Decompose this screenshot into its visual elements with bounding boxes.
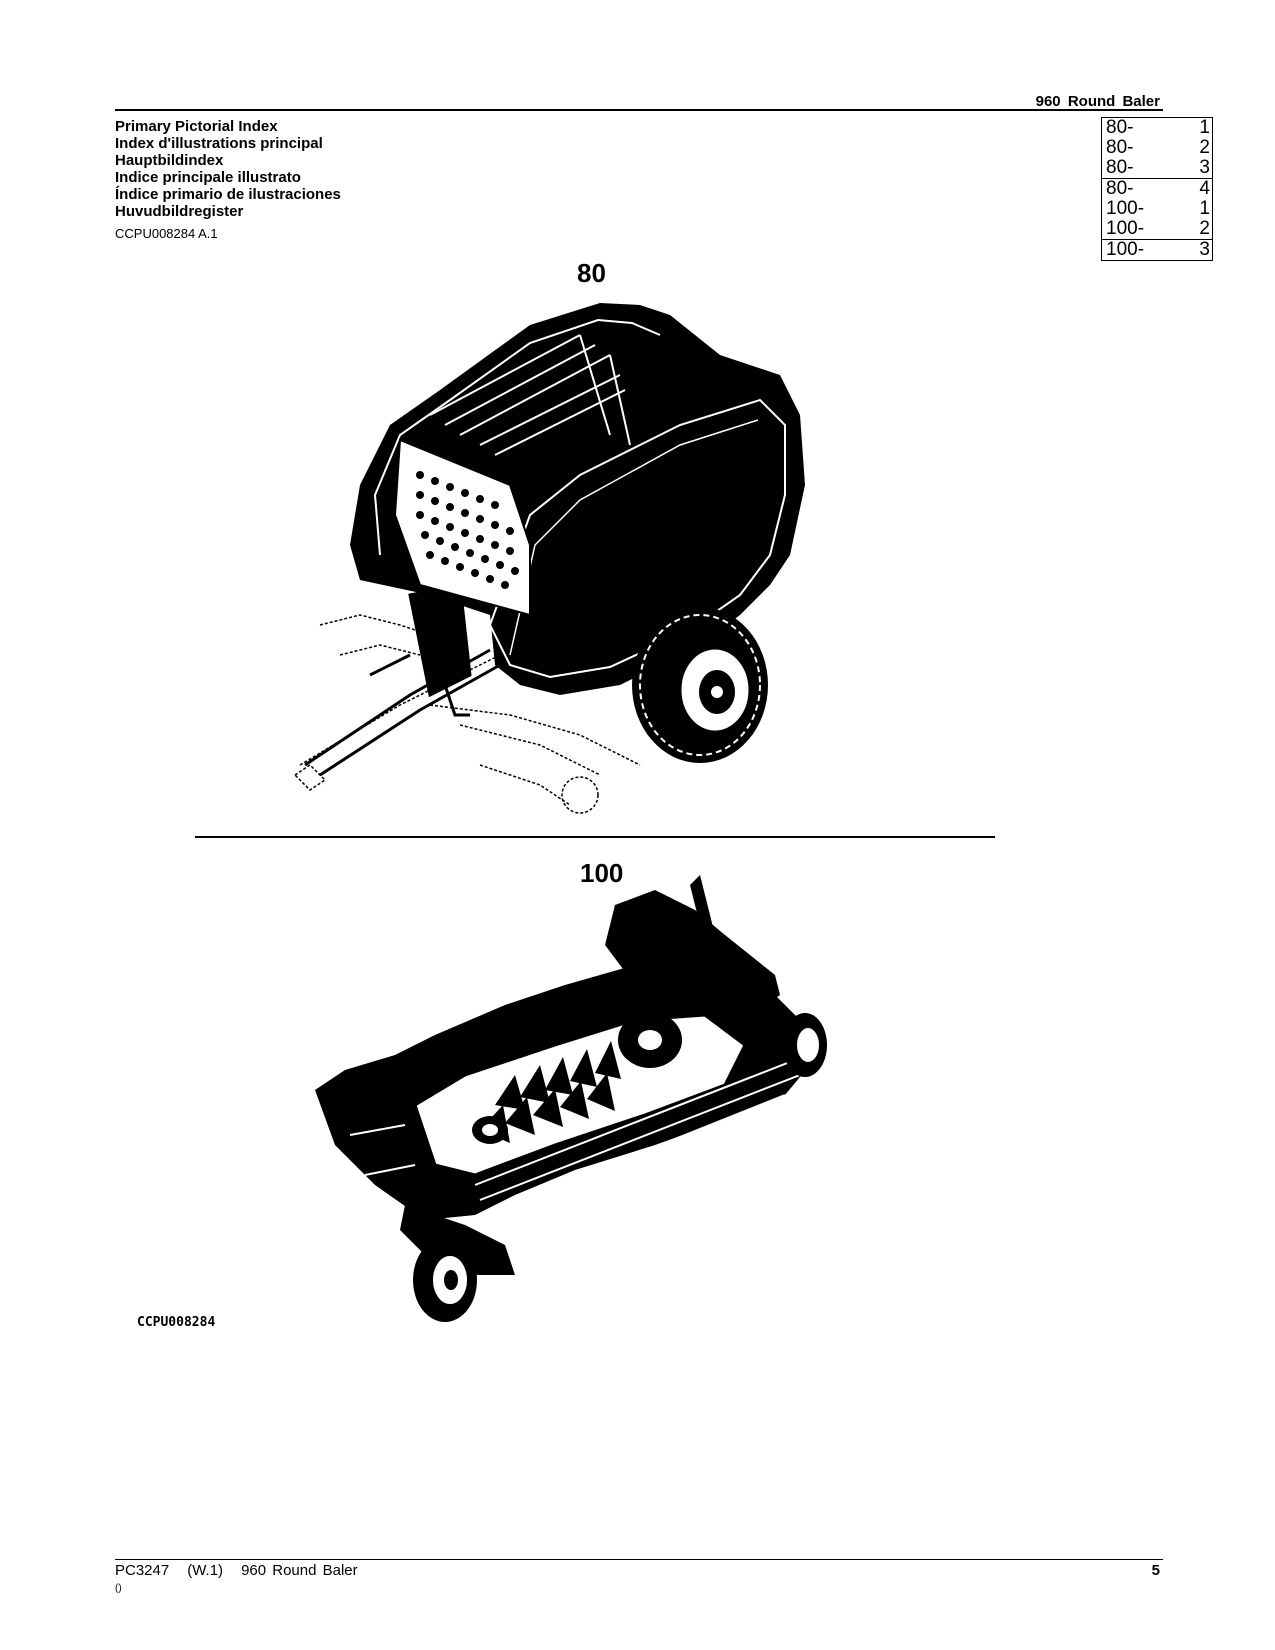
index-group: 100- 3: [1102, 240, 1212, 260]
footer-info: PC3247 (W.1) 960 Round Baler: [115, 1562, 376, 1579]
grille-pattern: [416, 471, 519, 589]
figure-divider: [195, 836, 995, 838]
index-row[interactable]: 80- 2: [1102, 138, 1212, 158]
title-en: Primary Pictorial Index: [115, 118, 278, 135]
header-rule: [115, 109, 1163, 111]
gauge-wheel-right: [783, 1013, 827, 1077]
index-page-number: 1: [1199, 117, 1210, 138]
code-reference: CCPU008284 A.1: [115, 226, 218, 241]
guard-plate: [400, 1205, 515, 1275]
index-page-number: 2: [1199, 218, 1210, 239]
wheel: [632, 607, 768, 763]
index-group-label: 100-: [1106, 218, 1145, 239]
title-it: Indice principale illustrato: [115, 169, 301, 186]
gauge-wheel-left: [413, 1238, 477, 1322]
footer-doc-number: PC3247: [115, 1562, 170, 1579]
footer-subtext: (): [115, 1583, 122, 1594]
title-sv: Huvudbildregister: [115, 203, 244, 220]
image-code: CCPU008284: [137, 1315, 216, 1330]
index-row[interactable]: 80- 3: [1102, 158, 1212, 178]
index-group: 80- 4 100- 1 100- 2: [1102, 179, 1212, 240]
roller-lines: [429, 334, 631, 456]
footer-revision: (W.1): [187, 1562, 224, 1579]
reel-bars: [349, 1059, 801, 1216]
index-group-label: 100-: [1106, 239, 1145, 260]
title-block: Primary Pictorial Index Index d'illustra…: [115, 118, 341, 220]
index-group-label: 80-: [1106, 178, 1134, 199]
index-group-label: 100-: [1106, 198, 1145, 219]
index-table: 80- 1 80- 2 80- 3 80- 4 100- 1 100- 2 100- 3: [1101, 117, 1213, 261]
index-page-number: 3: [1199, 239, 1210, 260]
figure-label-100: 100: [580, 858, 624, 888]
index-group-label: 80-: [1106, 137, 1134, 158]
round-baler-illustration: [293, 303, 805, 814]
index-page-number: 2: [1199, 137, 1210, 158]
footer-title: 960 Round Baler: [241, 1562, 358, 1579]
hitch-tongue: [304, 583, 501, 777]
index-page-number: 3: [1199, 157, 1210, 178]
figure-label-80: 80: [577, 258, 606, 288]
index-row[interactable]: 80- 4: [1102, 179, 1212, 199]
title-fr: Index d'illustrations principal: [115, 135, 323, 152]
index-row[interactable]: 100- 2: [1102, 219, 1212, 239]
title-es: Índice primario de ilustraciones: [115, 186, 341, 203]
rotor-tines: [480, 1041, 621, 1143]
header-title: 960 Round Baler: [1035, 93, 1160, 110]
index-group: 80- 1 80- 2 80- 3: [1102, 118, 1212, 179]
index-group-label: 80-: [1106, 157, 1134, 178]
index-row[interactable]: 100- 1: [1102, 199, 1212, 219]
pickup-assembly-illustration: [315, 875, 827, 1322]
index-row[interactable]: 100- 3: [1102, 240, 1212, 260]
index-page-number: 1: [1199, 198, 1210, 219]
title-de: Hauptbildindex: [115, 152, 224, 169]
index-row[interactable]: 80- 1: [1102, 118, 1212, 138]
index-page-number: 4: [1199, 178, 1210, 199]
pickup-frame: [315, 875, 810, 1220]
index-group-label: 80-: [1106, 117, 1134, 138]
footer-rule: [115, 1559, 1163, 1560]
baler-body: [350, 303, 805, 695]
page-number: 5: [1151, 1562, 1160, 1579]
